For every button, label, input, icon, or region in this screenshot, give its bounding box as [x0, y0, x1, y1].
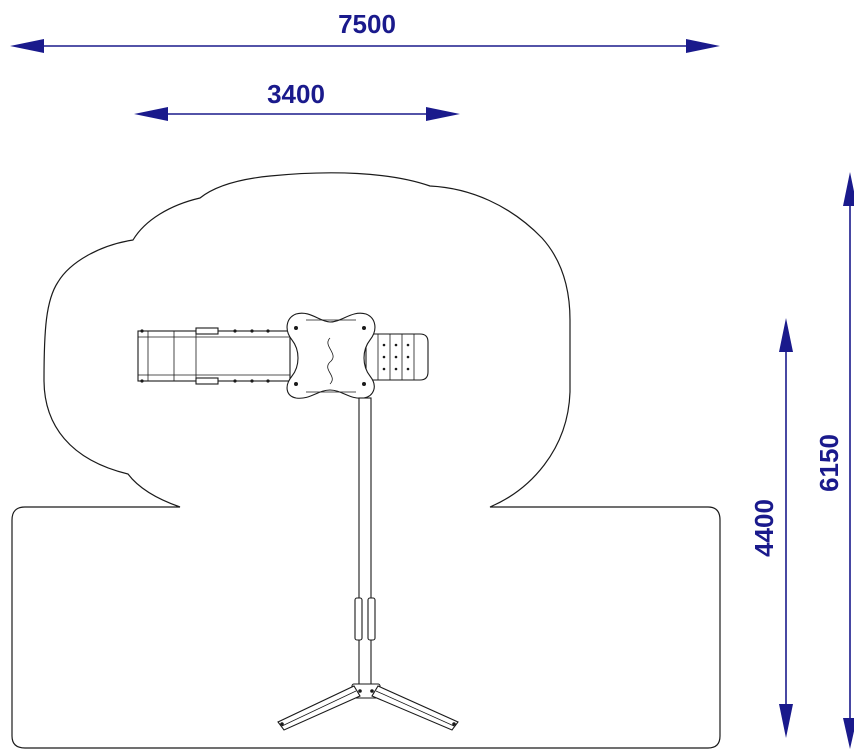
safety-area-outline	[11, 172, 721, 749]
slide	[137, 327, 291, 385]
dimension-label: 4400	[749, 499, 779, 557]
dimension-label: 3400	[267, 79, 325, 109]
central-platform	[286, 312, 376, 399]
base-leg-right	[371, 685, 459, 731]
dimension-partial-width: 3400	[134, 79, 460, 121]
arrow-right-icon	[426, 107, 460, 121]
pole-clamp	[367, 597, 376, 641]
dimension-total-depth: 6150	[814, 172, 854, 749]
base-legs	[277, 683, 459, 731]
dimension-partial-depth: 4400	[749, 318, 793, 738]
arrow-down-icon	[779, 704, 793, 738]
arrow-down-icon	[843, 718, 854, 749]
pole-clamp	[354, 597, 363, 641]
platform-seam	[327, 337, 334, 385]
base-leg-left	[277, 685, 361, 731]
pole-shaft	[358, 397, 372, 689]
arrow-left-icon	[10, 39, 44, 53]
ladder	[365, 333, 429, 381]
dimension-label: 6150	[814, 434, 844, 492]
arrow-left-icon	[134, 107, 168, 121]
arrow-right-icon	[686, 39, 720, 53]
arrow-up-icon	[779, 318, 793, 352]
slide-joint	[195, 327, 219, 335]
pole	[354, 397, 376, 689]
slide-chute	[137, 330, 291, 382]
dimension-total-width: 7500	[10, 9, 720, 53]
dimension-label: 7500	[338, 9, 396, 39]
slide-joint	[195, 377, 219, 385]
platform-deck	[286, 312, 376, 399]
arrow-up-icon	[843, 172, 854, 206]
